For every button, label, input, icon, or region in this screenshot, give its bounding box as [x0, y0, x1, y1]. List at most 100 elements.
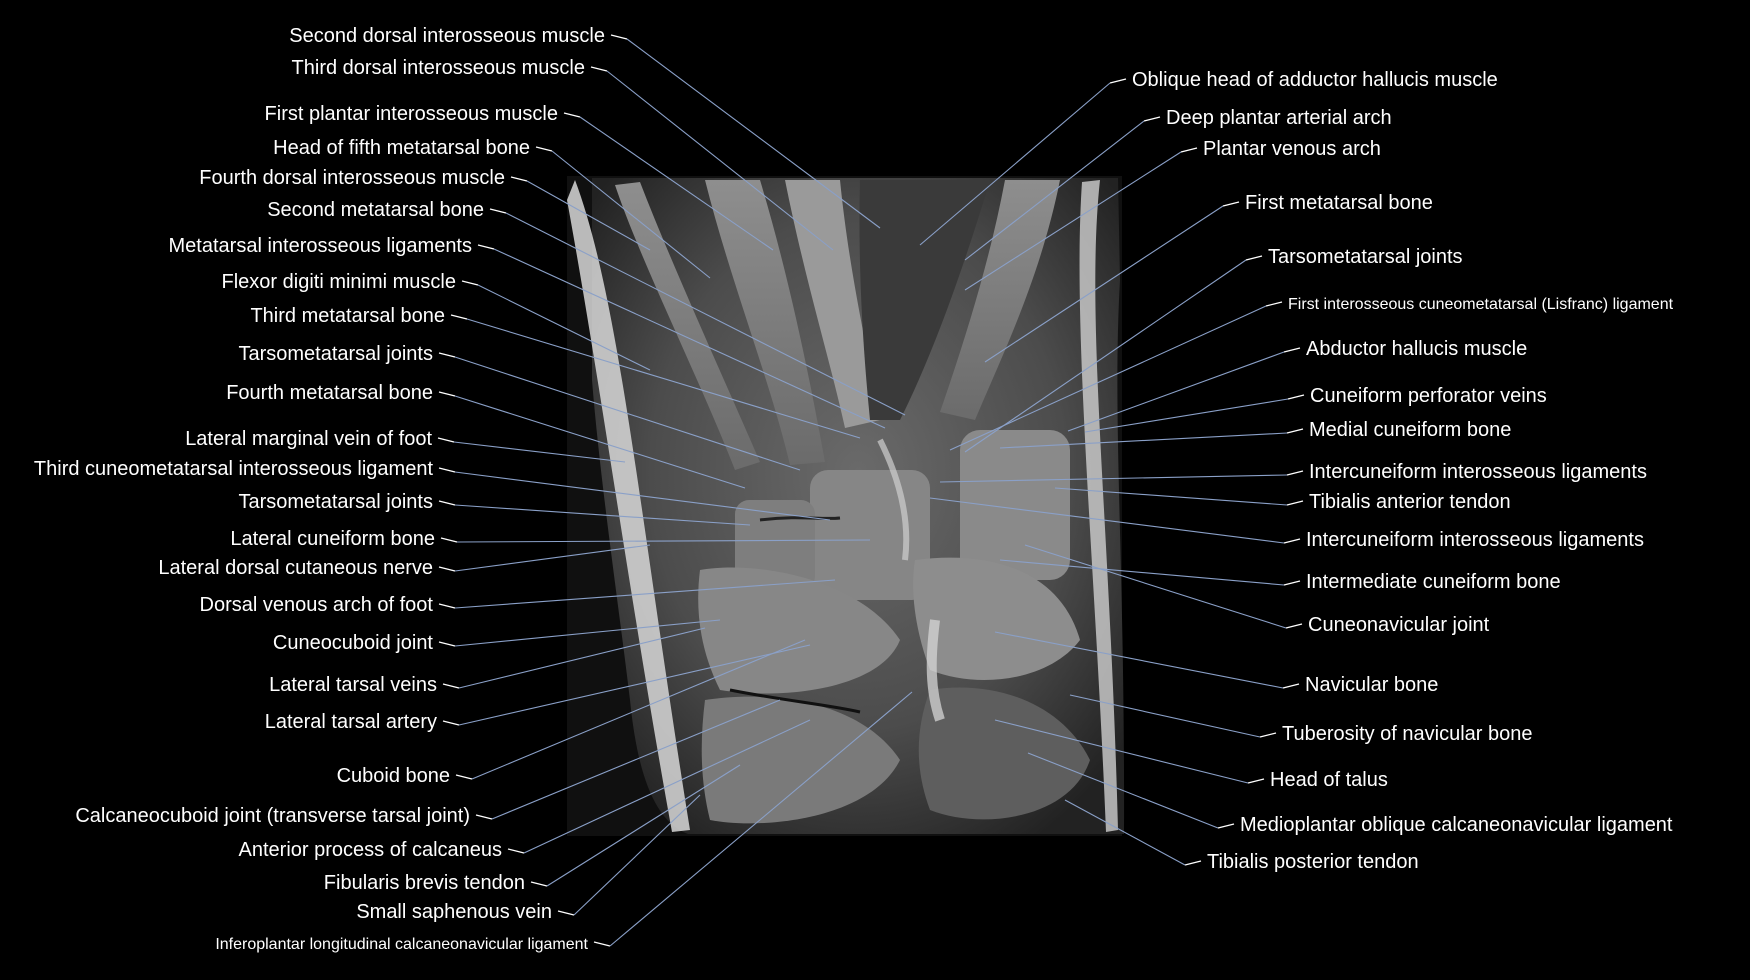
label-right-7: Cuneiform perforator veins: [1310, 385, 1547, 407]
label-left-22: Anterior process of calcaneus: [239, 839, 502, 861]
mri-scan: [567, 176, 1125, 836]
label-right-15: Tuberosity of navicular bone: [1282, 723, 1533, 745]
leader-line-left-13: [454, 504, 751, 526]
leader-hook-left-22: [507, 848, 525, 854]
leader-line-right-3: [984, 205, 1224, 363]
leader-hook-left-1: [590, 66, 608, 72]
leader-hook-right-2: [1180, 147, 1198, 153]
label-left-19: Lateral tarsal artery: [265, 711, 437, 733]
leader-hook-right-8: [1286, 428, 1304, 434]
leader-line-left-4: [526, 180, 651, 251]
leader-line-left-17: [454, 619, 721, 647]
label-left-10: Fourth metatarsal bone: [226, 382, 433, 404]
label-left-23: Fibularis brevis tendon: [324, 872, 525, 894]
leader-hook-left-19: [442, 720, 460, 726]
label-left-9: Tarsometatarsal joints: [238, 343, 433, 365]
leader-line-left-8: [466, 318, 861, 439]
leader-line-left-0: [626, 38, 881, 229]
leader-hook-right-1: [1143, 116, 1161, 122]
leader-line-left-2: [579, 116, 774, 251]
leader-hook-right-13: [1285, 623, 1303, 629]
label-left-4: Fourth dorsal interosseous muscle: [199, 167, 505, 189]
leader-line-left-24: [573, 794, 701, 916]
leader-line-left-19: [458, 644, 811, 726]
label-left-17: Cuneocuboid joint: [273, 632, 434, 654]
leader-hook-right-5: [1265, 301, 1283, 307]
label-left-7: Flexor digiti minimi muscle: [222, 271, 457, 293]
leader-line-left-21: [491, 699, 781, 820]
leader-hook-right-12: [1283, 580, 1301, 586]
leader-line-right-15: [1069, 694, 1261, 738]
leader-hook-left-20: [455, 774, 473, 780]
label-left-25: Inferoplantar longitudinal calcaneonavic…: [215, 936, 588, 953]
leader-line-left-1: [606, 70, 834, 251]
label-left-13: Tarsometatarsal joints: [238, 491, 433, 513]
label-left-2: First plantar interosseous muscle: [265, 103, 558, 125]
label-right-18: Tibialis posterior tendon: [1207, 851, 1419, 873]
label-right-1: Deep plantar arterial arch: [1166, 107, 1392, 129]
leader-line-left-25: [609, 691, 913, 947]
leader-line-right-13: [1024, 544, 1287, 629]
label-left-11: Lateral marginal vein of foot: [185, 428, 432, 450]
leader-hook-right-17: [1217, 823, 1235, 829]
leader-hook-left-17: [438, 641, 456, 647]
label-right-11: Intercuneiform interosseous ligaments: [1306, 529, 1644, 551]
leader-hook-left-10: [438, 391, 456, 397]
leader-line-left-10: [454, 395, 746, 489]
leader-hook-left-4: [510, 176, 528, 182]
leader-hook-right-11: [1283, 538, 1301, 544]
label-left-0: Second dorsal interosseous muscle: [289, 25, 605, 47]
leader-hook-left-11: [437, 437, 455, 443]
leader-line-right-12: [999, 559, 1285, 586]
label-right-2: Plantar venous arch: [1203, 138, 1381, 160]
leader-line-left-12: [454, 471, 831, 521]
leader-hook-left-7: [461, 280, 479, 286]
leader-hook-left-3: [535, 146, 553, 152]
label-right-3: First metatarsal bone: [1245, 192, 1433, 214]
leader-hook-left-12: [438, 467, 456, 473]
label-left-3: Head of fifth metatarsal bone: [273, 137, 530, 159]
label-left-1: Third dorsal interosseous muscle: [292, 57, 585, 79]
leader-hook-left-8: [450, 314, 468, 320]
leader-hook-left-24: [557, 910, 575, 916]
leader-hook-left-16: [438, 603, 456, 609]
leader-line-left-11: [453, 441, 626, 463]
leader-hook-right-18: [1184, 860, 1202, 866]
leader-line-left-14: [456, 539, 871, 543]
label-left-20: Cuboid bone: [337, 765, 450, 787]
label-right-12: Intermediate cuneiform bone: [1306, 571, 1561, 593]
label-left-6: Metatarsal interosseous ligaments: [169, 235, 472, 257]
leader-hook-right-0: [1109, 78, 1127, 84]
leader-lines: [437, 34, 1305, 947]
leader-hook-right-10: [1286, 500, 1304, 506]
label-left-21: Calcaneocuboid joint (transverse tarsal …: [75, 805, 470, 827]
leader-hook-right-16: [1247, 778, 1265, 784]
label-left-18: Lateral tarsal veins: [269, 674, 437, 696]
leader-hook-left-13: [438, 500, 456, 506]
leader-line-left-15: [454, 544, 651, 572]
label-left-24: Small saphenous vein: [356, 901, 552, 923]
label-right-8: Medial cuneiform bone: [1309, 419, 1511, 441]
leader-hook-left-25: [593, 941, 611, 947]
leader-line-right-4: [964, 259, 1247, 453]
label-left-16: Dorsal venous arch of foot: [200, 594, 434, 616]
label-left-15: Lateral dorsal cutaneous nerve: [158, 557, 433, 579]
leader-line-left-6: [493, 248, 886, 429]
leader-line-right-11: [929, 497, 1285, 544]
leader-line-right-0: [919, 82, 1111, 246]
leader-hook-left-6: [477, 244, 495, 250]
label-left-8: Third metatarsal bone: [250, 305, 445, 327]
leader-line-left-16: [454, 579, 836, 609]
leader-hook-left-9: [438, 352, 456, 358]
leader-line-left-23: [546, 764, 741, 887]
leader-line-right-6: [1067, 351, 1285, 432]
leader-line-right-10: [1054, 487, 1288, 506]
leader-line-right-9: [939, 474, 1288, 483]
leader-hook-left-21: [475, 814, 493, 820]
leader-hook-left-23: [530, 881, 548, 887]
leader-line-right-17: [1027, 752, 1219, 829]
leader-hook-right-4: [1245, 255, 1263, 261]
leader-hook-right-7: [1287, 394, 1305, 400]
